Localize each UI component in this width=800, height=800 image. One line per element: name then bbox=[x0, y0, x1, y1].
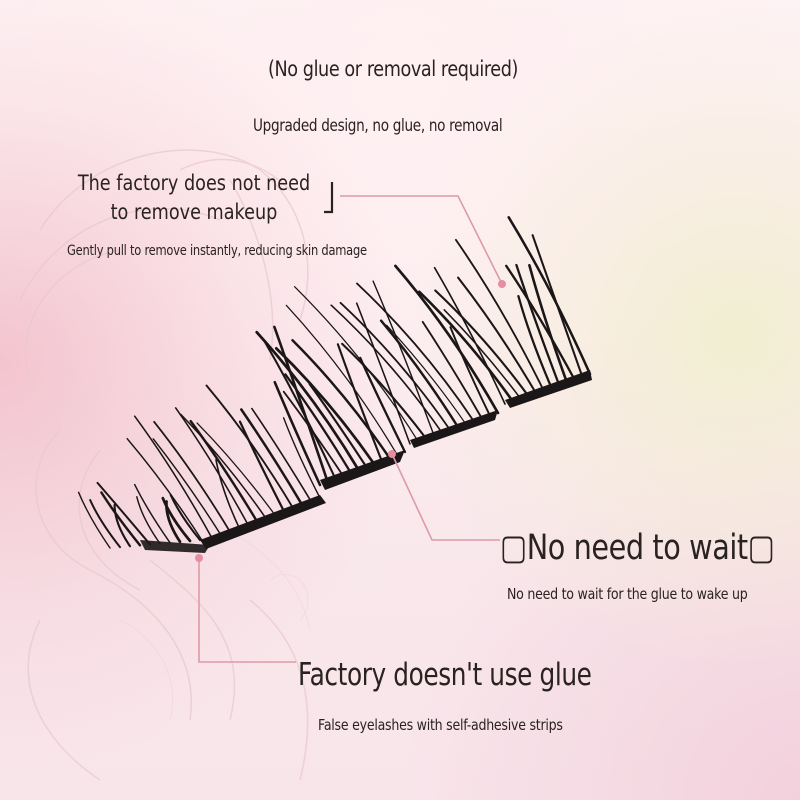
callout-glue-title: Factory doesn't use glue bbox=[298, 657, 592, 693]
lash-fiber bbox=[355, 302, 411, 445]
lash-fiber bbox=[291, 339, 391, 460]
lash-fiber bbox=[215, 459, 242, 532]
callout-makeup-description: Gently pull to remove instantly, reducin… bbox=[67, 243, 367, 259]
lash-fiber bbox=[133, 415, 215, 543]
lash-fiber bbox=[153, 420, 233, 536]
lash-fiber bbox=[341, 342, 428, 440]
lash-fiber bbox=[449, 326, 491, 417]
page-title: (No glue or removal required) bbox=[268, 57, 518, 81]
lash-fiber bbox=[274, 347, 376, 466]
lash-fiber bbox=[517, 294, 553, 389]
lash-fiber bbox=[196, 422, 277, 517]
lash-fiber bbox=[356, 282, 475, 423]
callout-wait-title: ▢No need to wait▢ bbox=[500, 528, 775, 568]
lash-fiber bbox=[386, 324, 467, 425]
callout-makeup-title: The factory does not need to remove make… bbox=[77, 171, 311, 224]
callout-dot-icon bbox=[498, 280, 506, 288]
callout-glue-description: False eyelashes with self-adhesive strip… bbox=[318, 716, 563, 734]
callout-line-makeup bbox=[340, 195, 503, 285]
lash-fiber bbox=[417, 290, 515, 403]
lash-fiber bbox=[205, 384, 295, 510]
lash-band-2 bbox=[320, 450, 405, 490]
lash-fiber bbox=[262, 339, 337, 481]
lash-fiber bbox=[394, 264, 500, 415]
lash-fiber bbox=[174, 407, 250, 528]
lash-fiber bbox=[240, 408, 304, 507]
lash-fiber bbox=[113, 503, 132, 548]
callout-dot-icon bbox=[388, 450, 396, 458]
lash-fiber bbox=[507, 216, 592, 376]
lash-fiber bbox=[238, 420, 286, 514]
lash-fiber bbox=[372, 280, 435, 437]
lash-fiber bbox=[308, 382, 368, 469]
lash-fiber bbox=[255, 330, 360, 472]
lash-fiber bbox=[161, 496, 192, 543]
lash-fiber bbox=[433, 266, 506, 405]
lash-fiber bbox=[339, 301, 451, 431]
lash-fiber bbox=[273, 380, 322, 487]
lash-fiber bbox=[89, 499, 122, 549]
lash-fiber bbox=[515, 263, 561, 387]
lash-fiber bbox=[285, 304, 398, 456]
lash-fiber bbox=[505, 264, 576, 381]
lash-fiber bbox=[100, 491, 142, 547]
lash-fiber bbox=[421, 320, 483, 420]
lash-fiber bbox=[443, 309, 522, 400]
lash-fiber bbox=[77, 491, 111, 549]
lash-fiber bbox=[457, 276, 537, 395]
bracket-mark bbox=[324, 182, 334, 214]
lash-fiber bbox=[273, 325, 329, 484]
lash-fiber bbox=[336, 343, 383, 463]
lash-fiber bbox=[189, 419, 260, 525]
page-subtitle: Upgraded design, no glue, no removal bbox=[253, 116, 503, 136]
lash-fiber bbox=[434, 289, 530, 397]
lash-fiber bbox=[169, 493, 202, 542]
lash-fiber bbox=[282, 390, 345, 477]
callout-wait-description: No need to wait for the glue to wake up bbox=[507, 585, 748, 603]
lash-fiber bbox=[136, 496, 161, 545]
lash-fiber bbox=[152, 438, 224, 539]
lash-fiber bbox=[528, 263, 569, 384]
callout-line-wait bbox=[391, 453, 500, 541]
lash-fiber bbox=[133, 483, 171, 544]
lash-fiber bbox=[454, 238, 545, 392]
lash-fiber bbox=[126, 437, 206, 546]
lash-fiber bbox=[96, 481, 151, 546]
lash-band-4 bbox=[505, 370, 592, 408]
lash-band-3 bbox=[410, 410, 498, 448]
callout-line-glue bbox=[198, 558, 296, 663]
lash-band-left bbox=[140, 540, 210, 553]
lash-fiber bbox=[379, 319, 460, 429]
lash-fiber bbox=[293, 286, 419, 442]
lash-fiber bbox=[282, 417, 321, 499]
lash-fiber bbox=[180, 413, 268, 521]
lash-fiber bbox=[251, 407, 313, 503]
lash-fiber bbox=[330, 304, 443, 434]
lash-fiber bbox=[284, 373, 353, 475]
lash-band-1 bbox=[200, 495, 326, 549]
callout-dot-icon bbox=[195, 554, 203, 562]
